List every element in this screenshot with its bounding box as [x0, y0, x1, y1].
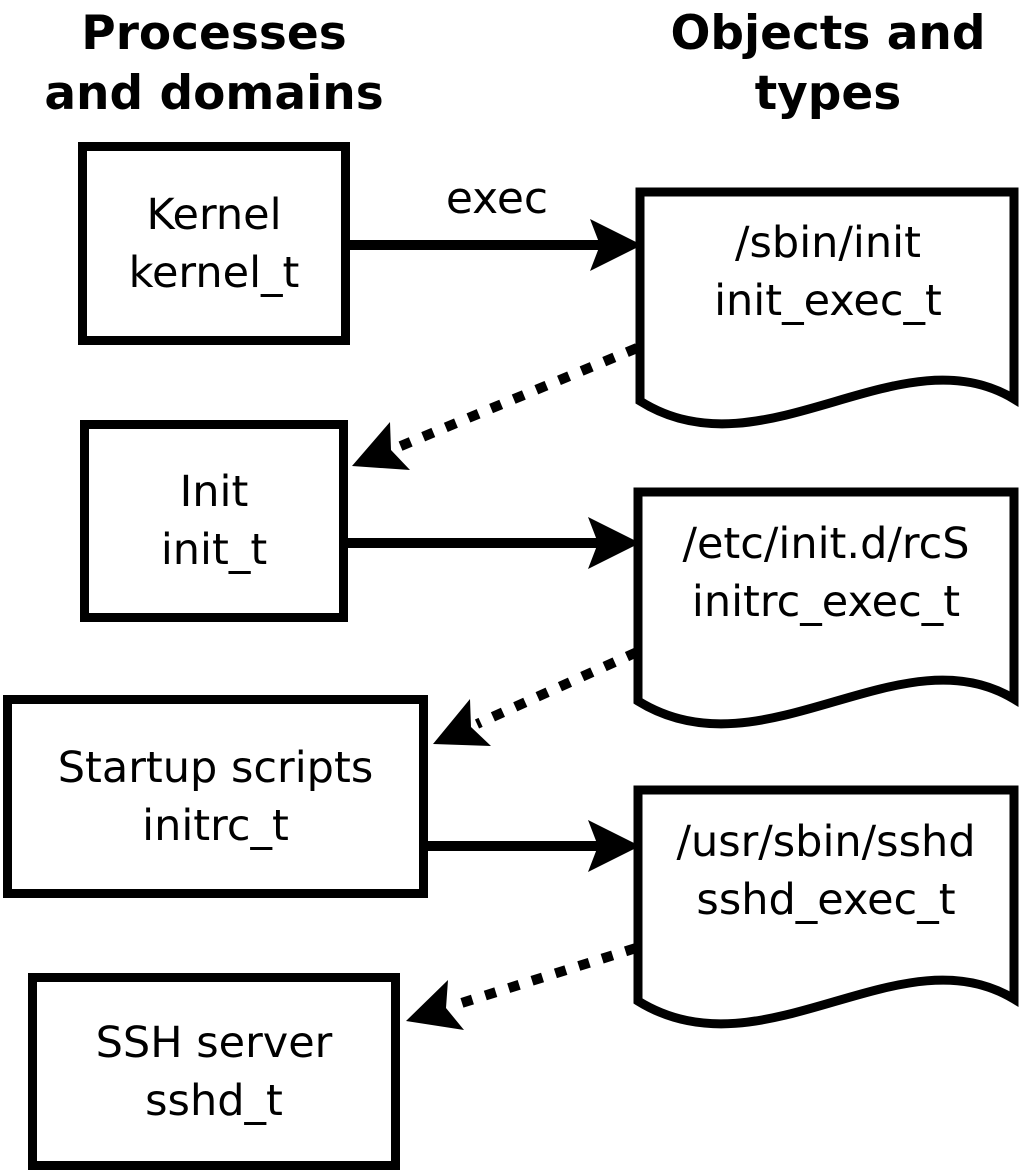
process-box-startup-scripts: Startup scripts initrc_t [3, 695, 428, 898]
transition-arrow-initexec-to-init-shaft [394, 343, 639, 453]
column-header-objects: Objects and types [628, 4, 1024, 124]
process-box-init: Init init_t [80, 420, 348, 622]
object-doc-etc-initd-rcs: /etc/init.d/rcS initrc_exec_t [646, 498, 1006, 648]
domain-type-label: sshd_t [145, 1075, 283, 1126]
document-shape-etc-initd-rcs [633, 487, 1019, 729]
object-path-label: /sbin/init [735, 218, 921, 268]
transition-arrow-sshdexec-to-sshd-shaft [450, 943, 638, 1011]
object-doc-sbin-init: /sbin/init init_exec_t [648, 198, 1008, 346]
process-name-label: Startup scripts [57, 742, 374, 793]
process-box-kernel: Kernel kernel_t [78, 142, 350, 345]
exec-arrow-startup-to-sshd-head-icon [588, 820, 640, 872]
object-path-label: /usr/sbin/sshd [676, 817, 976, 867]
domain-type-label: init_t [160, 525, 268, 575]
exec-arrow-kernel-to-init-head-icon [590, 219, 642, 271]
process-name-label: Kernel [146, 189, 282, 240]
document-shape-sbin-init [635, 187, 1019, 429]
process-name-label: Init [179, 467, 249, 517]
transition-arrow-initexec-to-init-head-icon [352, 422, 410, 470]
column-header-processes-line1: Processes [81, 6, 347, 61]
transition-arrow-initrcexec-to-initrc-shaft [474, 647, 640, 729]
process-name-label: SSH server [95, 1017, 333, 1068]
domain-type-label: kernel_t [128, 247, 300, 298]
column-header-objects-line1: Objects and [670, 6, 986, 61]
exec-arrow-init-to-rcs-head-icon [588, 517, 640, 569]
domain-type-label: initrc_t [142, 800, 289, 851]
transition-arrow-initrcexec-to-initrc-head-icon [433, 699, 491, 746]
object-type-label: initrc_exec_t [691, 577, 961, 627]
object-type-label: sshd_exec_t [696, 875, 956, 925]
column-header-processes: Processes and domains [14, 4, 414, 124]
object-type-label: init_exec_t [714, 276, 942, 326]
transition-arrow-sshdexec-to-sshd-head-icon [406, 980, 464, 1030]
exec-arrow-label: exec [445, 173, 549, 224]
object-path-label: /etc/init.d/rcS [682, 519, 970, 569]
column-header-objects-line2: types [754, 66, 902, 121]
object-doc-usr-sbin-sshd: /usr/sbin/sshd sshd_exec_t [646, 796, 1006, 946]
column-header-processes-line2: and domains [44, 66, 384, 121]
process-box-ssh-server: SSH server sshd_t [28, 973, 400, 1170]
document-shape-usr-sbin-sshd [633, 785, 1019, 1029]
